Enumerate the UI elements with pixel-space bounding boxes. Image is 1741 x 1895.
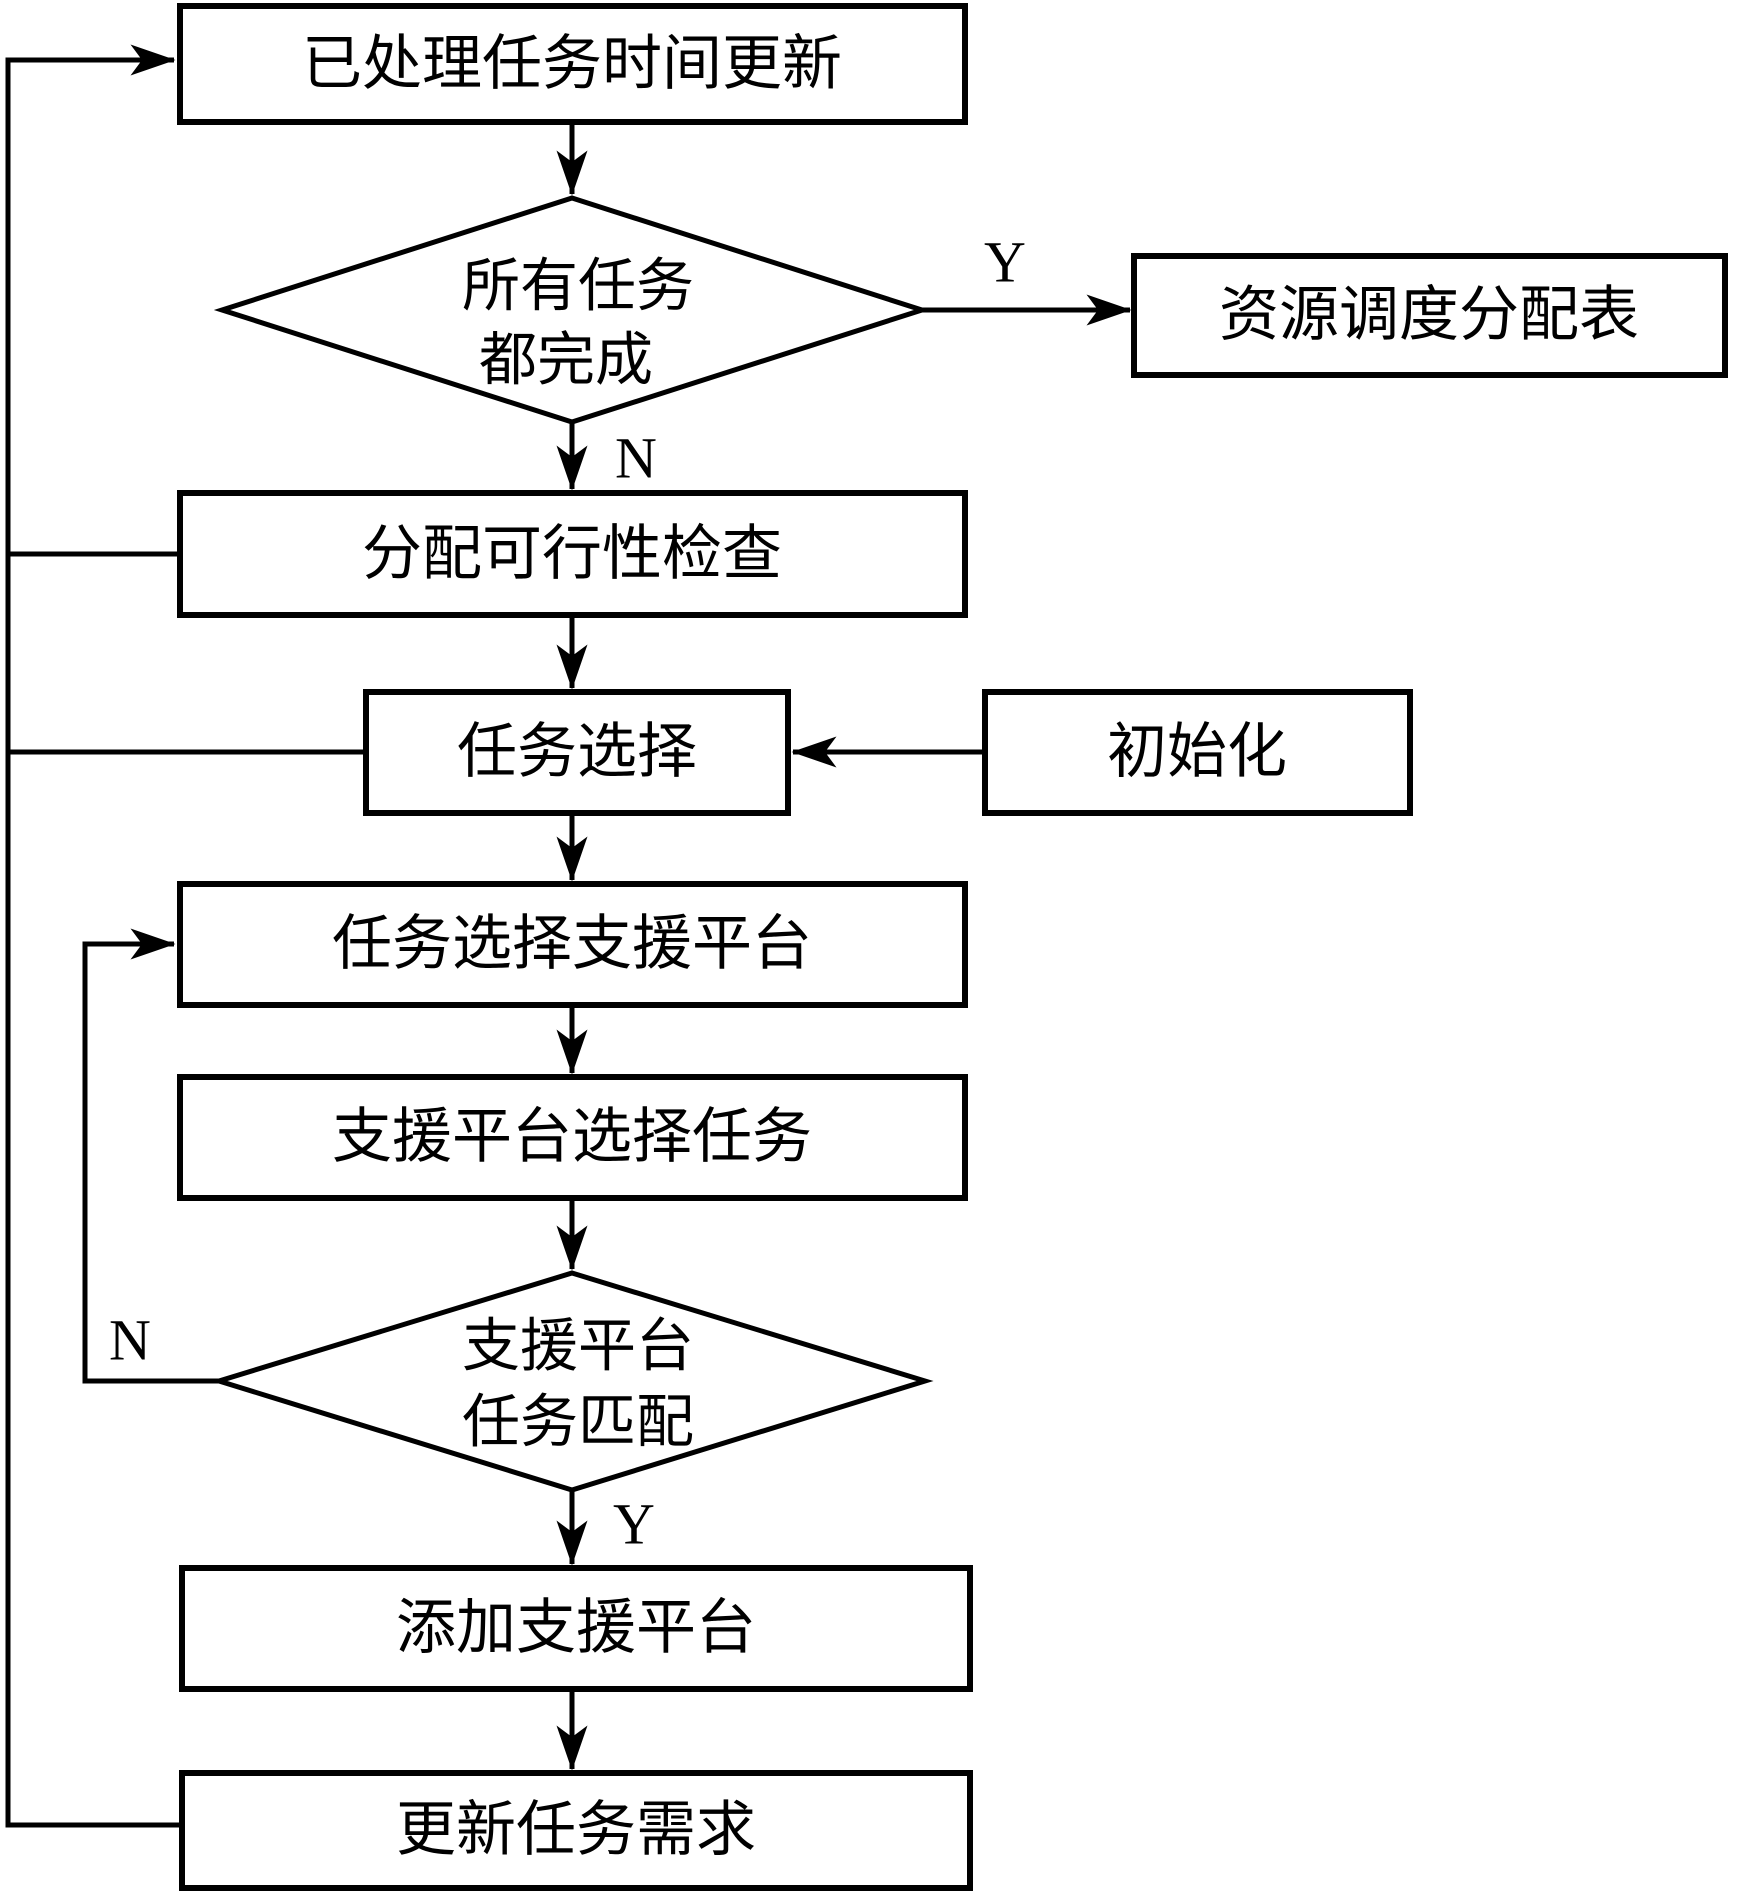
decision-all-tasks-done-shape <box>213 195 931 425</box>
edge-label-all-done-no: N <box>615 426 657 491</box>
node-initialize-box <box>982 689 1413 816</box>
decision-platform-task-match-line1: 支援平台 <box>462 1314 694 1379</box>
decision-platform-task-match-shape <box>210 1270 934 1493</box>
node-task-select-box <box>363 689 791 816</box>
node-task-selects-platform-label: 任务选择支援平台 <box>332 911 812 977</box>
node-task-select-label: 任务选择 <box>457 719 697 785</box>
node-task-select: 任务选择 <box>363 689 791 816</box>
node-update-time: 已处理任务时间更新 <box>177 3 968 125</box>
node-add-platform: 添加支援平台 <box>179 1565 973 1692</box>
edge-label-match-yes: Y <box>613 1492 655 1557</box>
node-initialize: 初始化 <box>982 689 1413 816</box>
decision-all-tasks-done: 所有任务 都完成 <box>213 195 931 425</box>
node-resource-table-box <box>1131 253 1728 378</box>
edges <box>5 44 1132 1828</box>
edge-labels: Y N N Y <box>109 230 1026 1557</box>
decision-all-tasks-done-line2: 都完成 <box>479 328 653 393</box>
node-initialize-label: 初始化 <box>1107 719 1287 785</box>
decision-all-tasks-done-line1: 所有任务 <box>462 254 694 319</box>
node-update-task-demand: 更新任务需求 <box>179 1770 973 1891</box>
node-add-platform-box <box>179 1565 973 1692</box>
decision-platform-task-match-line2: 任务匹配 <box>462 1390 694 1455</box>
edge-label-match-no: N <box>109 1308 151 1373</box>
arrow-match-no-loop-to-taskselectsplatform <box>82 928 219 1384</box>
arrow-updatedemand-loop-to-updatetime <box>5 44 182 1828</box>
node-task-selects-platform: 任务选择支援平台 <box>177 881 968 1008</box>
node-add-platform-label: 添加支援平台 <box>396 1595 756 1661</box>
node-feasibility-check-box <box>177 490 968 618</box>
node-update-time-label: 已处理任务时间更新 <box>302 31 842 97</box>
edge-label-all-done-yes: Y <box>984 230 1026 295</box>
node-resource-table-label: 资源调度分配表 <box>1219 282 1639 348</box>
node-update-task-demand-box <box>179 1770 973 1891</box>
node-platform-selects-task: 支援平台选择任务 <box>177 1074 968 1201</box>
node-platform-selects-task-box <box>177 1074 968 1201</box>
node-update-time-box <box>177 3 968 125</box>
node-resource-table: 资源调度分配表 <box>1131 253 1728 378</box>
node-update-task-demand-label: 更新任务需求 <box>396 1797 756 1863</box>
decision-platform-task-match: 支援平台 任务匹配 <box>210 1270 934 1493</box>
node-platform-selects-task-label: 支援平台选择任务 <box>332 1104 812 1170</box>
node-feasibility-check: 分配可行性检查 <box>177 490 968 618</box>
node-feasibility-check-label: 分配可行性检查 <box>362 521 782 587</box>
node-task-selects-platform-box <box>177 881 968 1008</box>
